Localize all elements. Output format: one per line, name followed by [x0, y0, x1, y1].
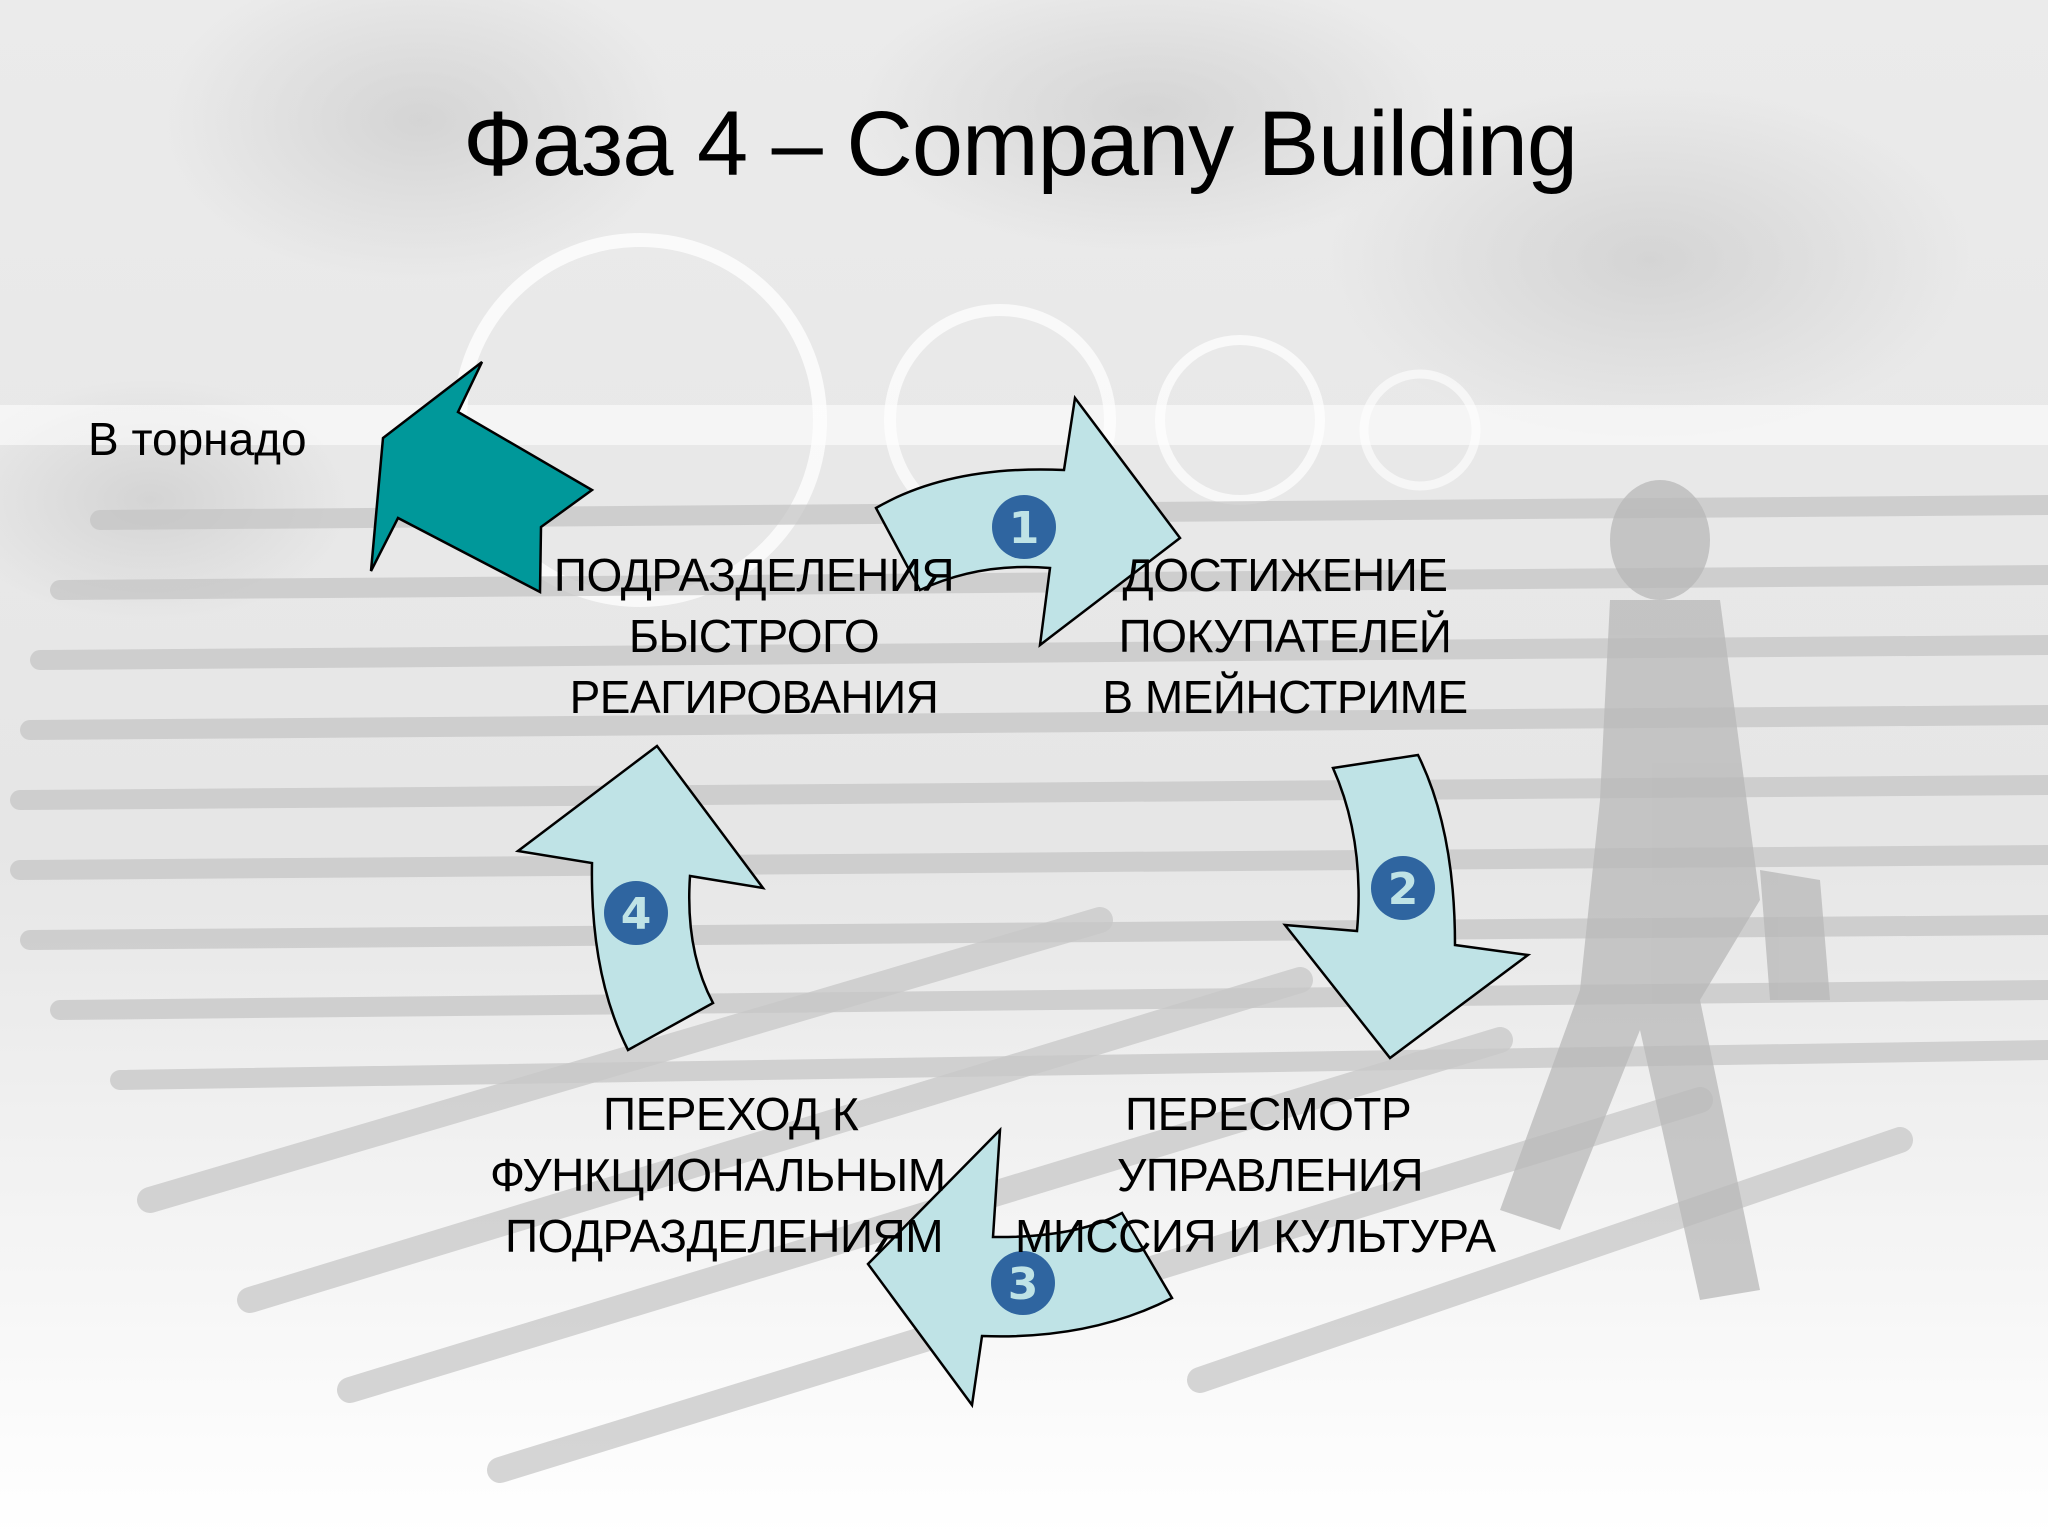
stage-label-1: ПОДРАЗДЕЛЕНИЯ БЫСТРОГО РЕАГИРОВАНИЯ — [524, 545, 984, 728]
stage-4-line-3: ПОДРАЗДЕЛЕНИЯМ — [505, 1210, 944, 1262]
tornado-arrow-shape — [369, 361, 595, 595]
stage-1-line-3: РЕАГИРОВАНИЯ — [569, 671, 939, 723]
stage-label-2: ДОСТИЖЕНИЕ ПОКУПАТЕЛЕЙ В МЕЙНСТРИМЕ — [1060, 545, 1510, 728]
arrow-2: 2 — [1282, 753, 1532, 1060]
stage-2-line-3: В МЕЙНСТРИМЕ — [1102, 671, 1468, 723]
stage-3-line-3: МИССИЯ И КУЛЬТУРА — [1015, 1210, 1496, 1262]
slide-title: Фаза 4 – Company Building — [462, 93, 1578, 195]
number-badge-1 — [992, 495, 1056, 559]
number-2: 2 — [1388, 864, 1419, 915]
number-4: 4 — [621, 889, 652, 940]
number-badge-4 — [604, 881, 668, 945]
stage-3-line-2: УПРАВЛЕНИЯ — [1117, 1149, 1424, 1201]
number-3: 3 — [1008, 1259, 1039, 1310]
arrow-4: 4 — [514, 744, 766, 1052]
stage-1-line-1: ПОДРАЗДЕЛЕНИЯ — [553, 549, 955, 601]
number-badge-3 — [991, 1251, 1055, 1315]
number-badge-2 — [1371, 856, 1435, 920]
stage-label-4: ПЕРЕХОД К ФУНКЦИОНАЛЬНЫМ ПОДРАЗДЕЛЕНИЯМ — [470, 1084, 1030, 1267]
stage-3-line-1: ПЕРЕСМОТР — [1125, 1088, 1412, 1140]
arrow-1: 1 — [874, 394, 1182, 648]
stage-2-line-2: ПОКУПАТЕЛЕЙ — [1118, 610, 1452, 662]
stage-1-line-2: БЫСТРОГО — [628, 610, 880, 662]
arrow-3: 3 — [866, 1126, 1174, 1409]
number-1: 1 — [1009, 503, 1040, 554]
stage-4-line-1: ПЕРЕХОД К — [603, 1088, 859, 1140]
stage-4-line-2: ФУНКЦИОНАЛЬНЫМ — [490, 1149, 946, 1201]
tornado-label: В торнадо — [88, 413, 307, 465]
stage-label-3: ПЕРЕСМОТР УПРАВЛЕНИЯ МИССИЯ И КУЛЬТУРА — [1015, 1084, 1575, 1267]
stage-2-line-1: ДОСТИЖЕНИЕ — [1122, 549, 1448, 601]
